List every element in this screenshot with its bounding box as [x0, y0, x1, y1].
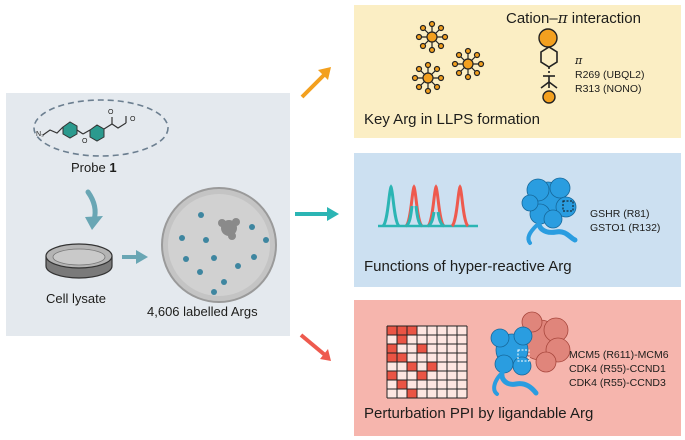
pi-label: π [575, 54, 583, 67]
azide-label: N₃ [36, 131, 44, 138]
cation-pi-title: Cation–π interaction [506, 9, 641, 27]
teal-arrow-icon [295, 207, 339, 221]
residue-item: MCM5 (R611)-MCM6 [569, 349, 669, 361]
residue-item: GSTO1 (R132) [590, 222, 661, 234]
red-arrow-icon [299, 333, 331, 361]
llps-residue-list: R269 (UBQL2) R313 (NONO) [575, 68, 644, 96]
carbonyl-oxygen-1: O [108, 109, 114, 116]
ppi-caption: Perturbation PPI by ligandable Arg [364, 405, 594, 422]
probe-number: 1 [109, 160, 117, 175]
labelled-args-label: 4,606 labelled Args [147, 304, 258, 319]
llps-panel [354, 5, 681, 138]
ether-oxygen-label: O [82, 138, 88, 145]
residue-item: CDK4 (R55)-CCND1 [569, 363, 666, 375]
carbonyl-oxygen-2: O [130, 116, 136, 123]
hyper-residue-list: GSHR (R81) GSTO1 (R132) [590, 207, 660, 235]
residue-item: R269 (UBQL2) [575, 69, 645, 81]
residue-item: CDK4 (R55)-CCND3 [569, 377, 666, 389]
residue-item: R313 (NONO) [575, 83, 642, 95]
ppi-residue-list: MCM5 (R611)-MCM6 CDK4 (R55)-CCND1 CDK4 (… [569, 348, 669, 390]
residue-item: GSHR (R81) [590, 208, 650, 220]
hyper-caption: Functions of hyper-reactive Arg [364, 258, 572, 275]
probe-label: Probe 1 [71, 160, 117, 175]
llps-caption: Key Arg in LLPS formation [364, 111, 540, 128]
cell-lysate-label: Cell lysate [46, 291, 106, 306]
orange-arrow-icon [300, 67, 331, 99]
